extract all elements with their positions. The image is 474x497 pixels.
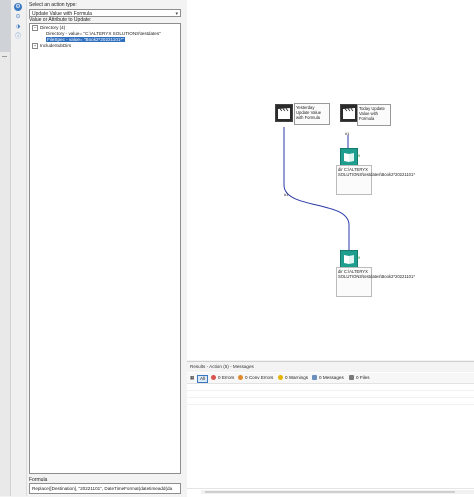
message-icon (312, 375, 317, 381)
tool-badge: 9 (358, 255, 361, 260)
input-data-tool-2[interactable] (340, 250, 358, 268)
filter-conv-errors-label: 0 Conv Errors (245, 375, 274, 380)
expand-icon[interactable]: + (32, 43, 38, 49)
filter-errors-label: 0 Errors (218, 375, 235, 380)
yesterday-tool-label: Yesterday Update Value with Formula (294, 103, 330, 125)
dock-marker (2, 56, 7, 57)
tree-node-label: Directory (4) (40, 25, 66, 31)
today-tool-label: Today Update Value with Formula (357, 104, 391, 126)
chevron-down-icon[interactable]: ▾ (175, 11, 178, 17)
action-type-select[interactable]: Update Value with Formula ▾ (29, 9, 181, 17)
input-tool-2-label: dir C:\ALTERYX SOLUTIONS\testdates\Book2… (336, 267, 415, 297)
value-tree[interactable]: −Directory (4) Directory - value= "C:\AL… (29, 23, 181, 474)
results-row (187, 391, 474, 398)
layout-icon[interactable]: ⊙ (15, 14, 21, 20)
filter-errors-button[interactable]: 0 Errors (211, 375, 234, 381)
anchor-label: #1 (345, 131, 350, 136)
connection-layer (283, 127, 350, 250)
grid-icon[interactable]: ▦ (190, 375, 195, 380)
settings-icon[interactable]: ⚙ (14, 3, 22, 11)
tree-node-directory-value[interactable]: Directory - value= "C:\ALTERYX SOLUTIONS… (46, 31, 161, 37)
tag-icon[interactable]: ⬗ (15, 24, 21, 30)
input-data-tool-1[interactable] (340, 148, 358, 166)
results-row (187, 398, 474, 405)
collapse-icon[interactable]: − (32, 25, 38, 31)
warning-icon (278, 375, 283, 381)
select-action-label: Select an action type: (29, 2, 77, 8)
workflow-canvas[interactable]: Yesterday Update Value with Formula Toda… (187, 0, 474, 360)
formula-input[interactable]: Replace([Destination], "20221101", DateT… (29, 483, 181, 494)
tree-node-label: FileSpec - value= "Book2*20221101*" (46, 37, 125, 42)
info-icon[interactable]: ⓘ (14, 34, 21, 40)
tree-node-includesubdirs[interactable]: +IncludeSubDirs (32, 43, 71, 49)
filter-conv-errors-button[interactable]: 0 Conv Errors (238, 375, 273, 381)
dock-tab[interactable] (0, 0, 10, 52)
action-type-value: Update Value with Formula (32, 11, 92, 17)
results-grid[interactable] (187, 384, 474, 489)
yesterday-action-tool[interactable] (275, 104, 293, 122)
filter-messages-label: 0 Messages (319, 375, 344, 380)
input-tool-1-label: dir C:\ALTERYX SOLUTIONS\testdates\Book2… (336, 165, 415, 195)
value-attr-label: Value or Attribute to Update: (29, 17, 92, 23)
left-dock-strip (0, 0, 11, 496)
filter-files-label: 0 Files (356, 375, 370, 380)
configuration-panel: Select an action type: Update Value with… (27, 0, 186, 496)
connection-line[interactable] (283, 127, 350, 250)
results-toolbar: ▦ All 0 Errors 0 Conv Errors 0 Warnings … (187, 373, 474, 384)
error-icon (211, 375, 216, 381)
tree-node-label: Directory - value= "C:\ALTERYX SOLUTIONS… (46, 31, 161, 36)
scrollbar-thumb[interactable] (205, 491, 455, 493)
filter-warnings-label: 0 Warnings (285, 375, 309, 380)
tree-node-filespec[interactable]: FileSpec - value= "Book2*20221101*" (46, 37, 125, 43)
results-header: Results - Action (5) - Messages (187, 362, 474, 372)
today-action-tool[interactable] (340, 104, 358, 122)
file-icon (349, 375, 354, 381)
filter-all-button[interactable]: All (197, 375, 209, 383)
formula-label: Formula (29, 477, 48, 483)
horizontal-scrollbar[interactable] (201, 490, 474, 494)
results-row (187, 384, 474, 391)
anchor-label: #1 (284, 192, 289, 197)
tree-node-label: IncludeSubDirs (40, 43, 72, 49)
config-icon-column: ⚙ ⊙ ⬗ ⓘ (11, 0, 27, 496)
filter-warnings-button[interactable]: 0 Warnings (278, 375, 308, 381)
filter-files-button[interactable]: 0 Files (349, 375, 370, 381)
results-panel: Results - Action (5) - Messages ▦ All 0 … (187, 361, 474, 497)
tree-node-directory[interactable]: −Directory (4) (32, 25, 65, 31)
filter-messages-button[interactable]: 0 Messages (312, 375, 344, 381)
tool-badge: 9 (358, 153, 361, 158)
conv-error-icon (238, 375, 243, 381)
